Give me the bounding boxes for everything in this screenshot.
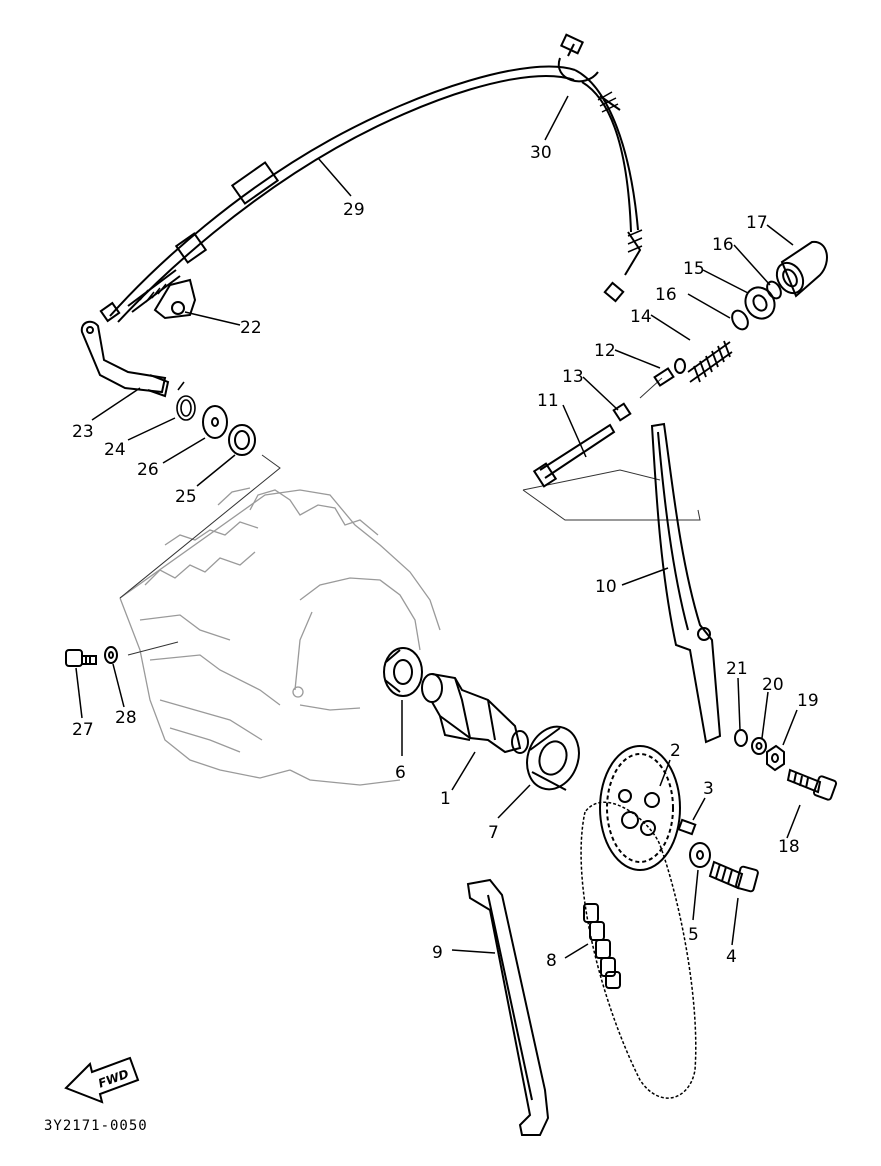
part-label-24: 24 xyxy=(104,440,126,460)
tensioner-spring xyxy=(687,340,733,383)
part-label-12: 12 xyxy=(594,341,616,361)
pivot-bolt-18 xyxy=(786,768,838,801)
tensioner-rod xyxy=(653,358,686,387)
tensioner-bolt xyxy=(532,423,616,488)
chain-guide-front xyxy=(466,878,550,1136)
washer-26 xyxy=(202,405,228,439)
part-label-25: 25 xyxy=(175,487,197,507)
oil-seal-25 xyxy=(228,424,256,456)
cam-sprocket xyxy=(599,745,681,871)
return-spring xyxy=(176,381,196,421)
part-label-17: 17 xyxy=(746,213,768,233)
part-label-22: 22 xyxy=(240,318,262,338)
tensioner-cap xyxy=(775,240,828,298)
gasket-28 xyxy=(104,646,118,664)
part-label-27: 27 xyxy=(72,720,94,740)
part-label-8: 8 xyxy=(546,951,557,971)
part-label-2: 2 xyxy=(670,741,681,761)
o-ring-upper xyxy=(766,280,782,300)
camshaft-bearing-right xyxy=(526,725,580,791)
nut-19 xyxy=(766,744,785,772)
tensioner-pin xyxy=(612,402,632,422)
sprocket-bolt xyxy=(708,860,759,893)
part-label-13: 13 xyxy=(562,367,584,387)
o-ring-lower xyxy=(731,309,749,331)
part-label-5: 5 xyxy=(688,925,699,945)
camshaft-bearing-left xyxy=(383,647,423,697)
part-label-30: 30 xyxy=(530,143,552,163)
part-label-18: 18 xyxy=(778,837,800,857)
washer-20 xyxy=(751,737,767,755)
forward-arrow-icon: FWD xyxy=(64,1056,140,1104)
leader-lines xyxy=(119,377,701,656)
o-ring-21 xyxy=(734,729,748,747)
cable-end-nipple-right xyxy=(603,281,625,303)
part-label-20: 20 xyxy=(762,675,784,695)
part-label-4: 4 xyxy=(726,947,737,967)
cable-end-nipple-left xyxy=(99,301,121,323)
part-label-10: 10 xyxy=(595,577,617,597)
part-label-1: 1 xyxy=(440,789,451,809)
part-label-6: 6 xyxy=(395,763,406,783)
part-label-29: 29 xyxy=(343,200,365,220)
part-label-26: 26 xyxy=(137,460,159,480)
part-label-23: 23 xyxy=(72,422,94,442)
camshaft xyxy=(421,673,529,754)
clutch-lever-shaft xyxy=(80,320,170,398)
part-label-3: 3 xyxy=(703,779,714,799)
part-label-21: 21 xyxy=(726,659,748,679)
drawing-code: 3Y2171-0050 xyxy=(44,1118,148,1134)
cable-tag xyxy=(557,33,599,83)
part-label-16-lower: 16 xyxy=(655,285,677,305)
part-label-15: 15 xyxy=(683,259,705,279)
chain-guide-rear xyxy=(650,422,722,744)
part-label-14: 14 xyxy=(630,307,652,327)
sprocket-washer xyxy=(689,842,711,868)
part-label-11: 11 xyxy=(537,391,559,411)
part-label-28: 28 xyxy=(115,708,137,728)
part-label-7: 7 xyxy=(488,823,499,843)
part-label-9: 9 xyxy=(432,943,443,963)
part-label-16-upper: 16 xyxy=(712,235,734,255)
callout-leaders xyxy=(75,95,801,959)
part-labels: 1 2 3 4 5 6 7 8 9 10 11 12 13 14 15 16 1… xyxy=(72,143,819,971)
engine-block-outline xyxy=(119,487,441,786)
plug-screw-27 xyxy=(65,649,97,667)
part-label-19: 19 xyxy=(797,691,819,711)
dowel-pin xyxy=(677,818,697,836)
cable-spring-marks xyxy=(139,91,643,303)
cable-bracket xyxy=(153,278,197,320)
cam-chain-links xyxy=(583,903,621,989)
clutch-cable xyxy=(109,65,642,323)
cam-chain-loop xyxy=(580,801,697,1099)
